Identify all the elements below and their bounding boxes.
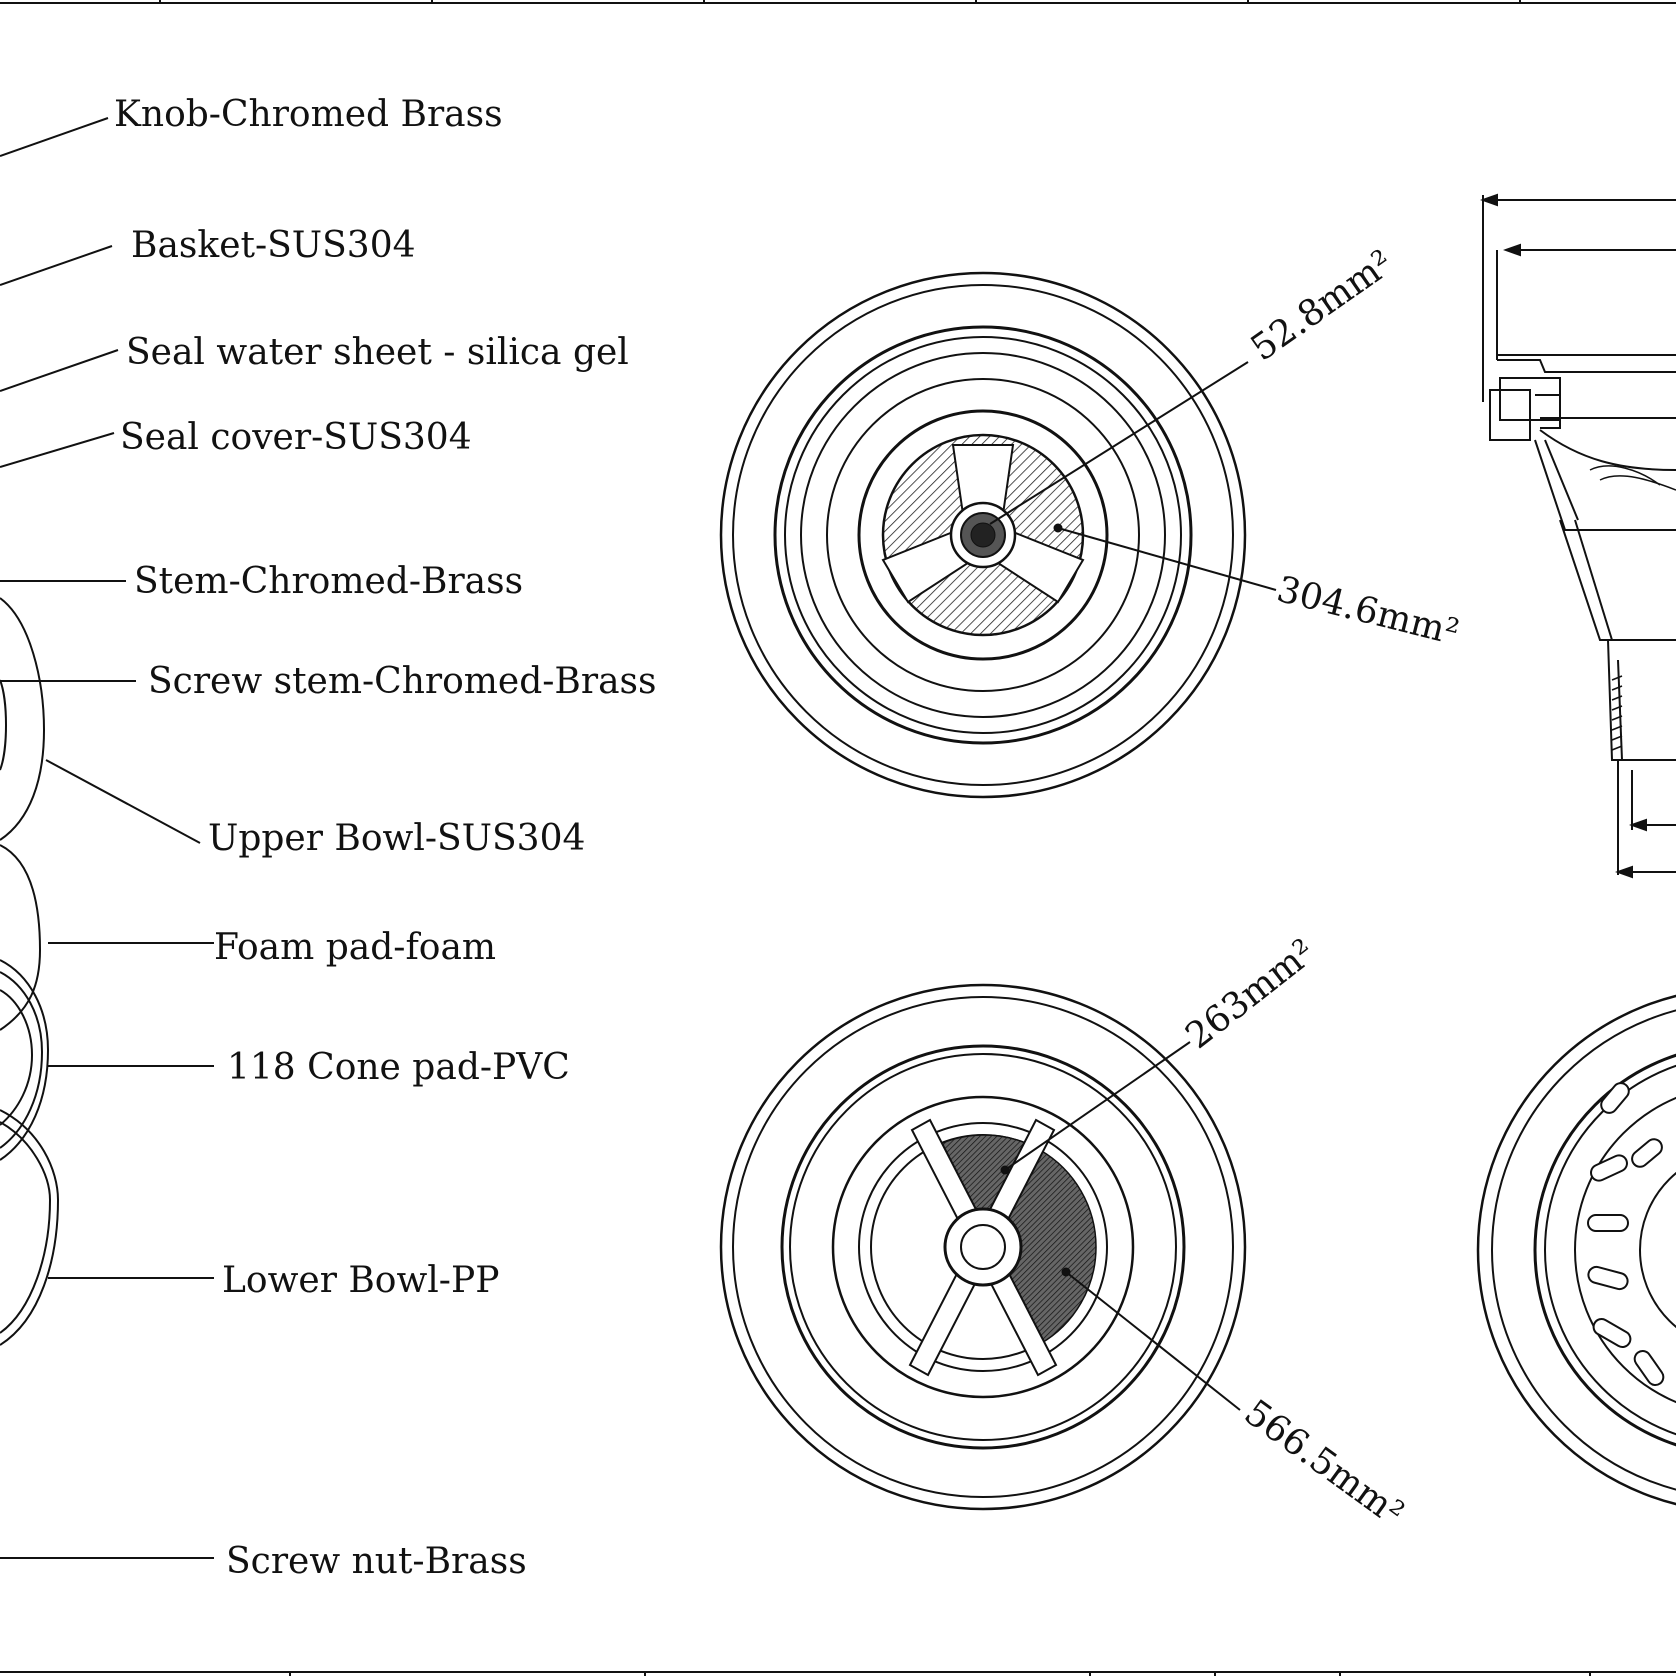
leader-area-large-top — [1057, 527, 1277, 591]
label-lower-bowl: Lower Bowl-PP — [222, 1260, 499, 1301]
bottom-right-view — [1476, 994, 1676, 1506]
sector-large — [982, 1148, 1097, 1346]
label-cone-pad: 118 Cone pad-PVC — [227, 1047, 570, 1088]
area-label-304-6: 304.6mm² — [1273, 569, 1463, 654]
foam-pad-outline — [0, 844, 42, 1031]
area-label-566-5: 566.5mm² — [1237, 1392, 1411, 1534]
label-seal-water-sheet: Seal water sheet - silica gel — [126, 332, 629, 373]
upper-bowl-outline — [0, 597, 46, 841]
frame-top — [0, 0, 1676, 4]
leader-area-small-top — [989, 361, 1249, 525]
leader-area-large-bottom — [1065, 1271, 1241, 1411]
bottom-plan-view — [719, 983, 1247, 1511]
side-section-view — [1480, 193, 1676, 879]
label-basket: Basket-SUS304 — [131, 225, 416, 266]
label-upper-bowl: Upper Bowl-SUS304 — [208, 818, 585, 859]
part-labels: Knob-Chromed Brass Basket-SUS304 Seal wa… — [114, 94, 656, 1582]
exploded-view — [0, 597, 60, 1346]
lower-bowl-outline — [0, 1109, 60, 1346]
area-label-263: 263mm² — [1178, 932, 1323, 1058]
cone-pad-outline — [0, 959, 50, 1161]
leader-area-small-bottom — [1004, 1041, 1191, 1171]
label-foam-pad: Foam pad-foam — [214, 927, 496, 968]
label-knob: Knob-Chromed Brass — [114, 94, 503, 135]
area-label-52-8: 52.8mm² — [1244, 242, 1401, 369]
leader-lines — [0, 117, 214, 1559]
label-screw-stem: Screw stem-Chromed-Brass — [148, 661, 656, 702]
label-screw-nut: Screw nut-Brass — [226, 1541, 527, 1582]
top-plan-view — [719, 271, 1277, 799]
basket-slots — [1587, 1082, 1665, 1387]
label-seal-cover: Seal cover-SUS304 — [120, 417, 472, 458]
frame-bottom — [0, 1671, 1676, 1676]
label-stem: Stem-Chromed-Brass — [134, 561, 523, 602]
